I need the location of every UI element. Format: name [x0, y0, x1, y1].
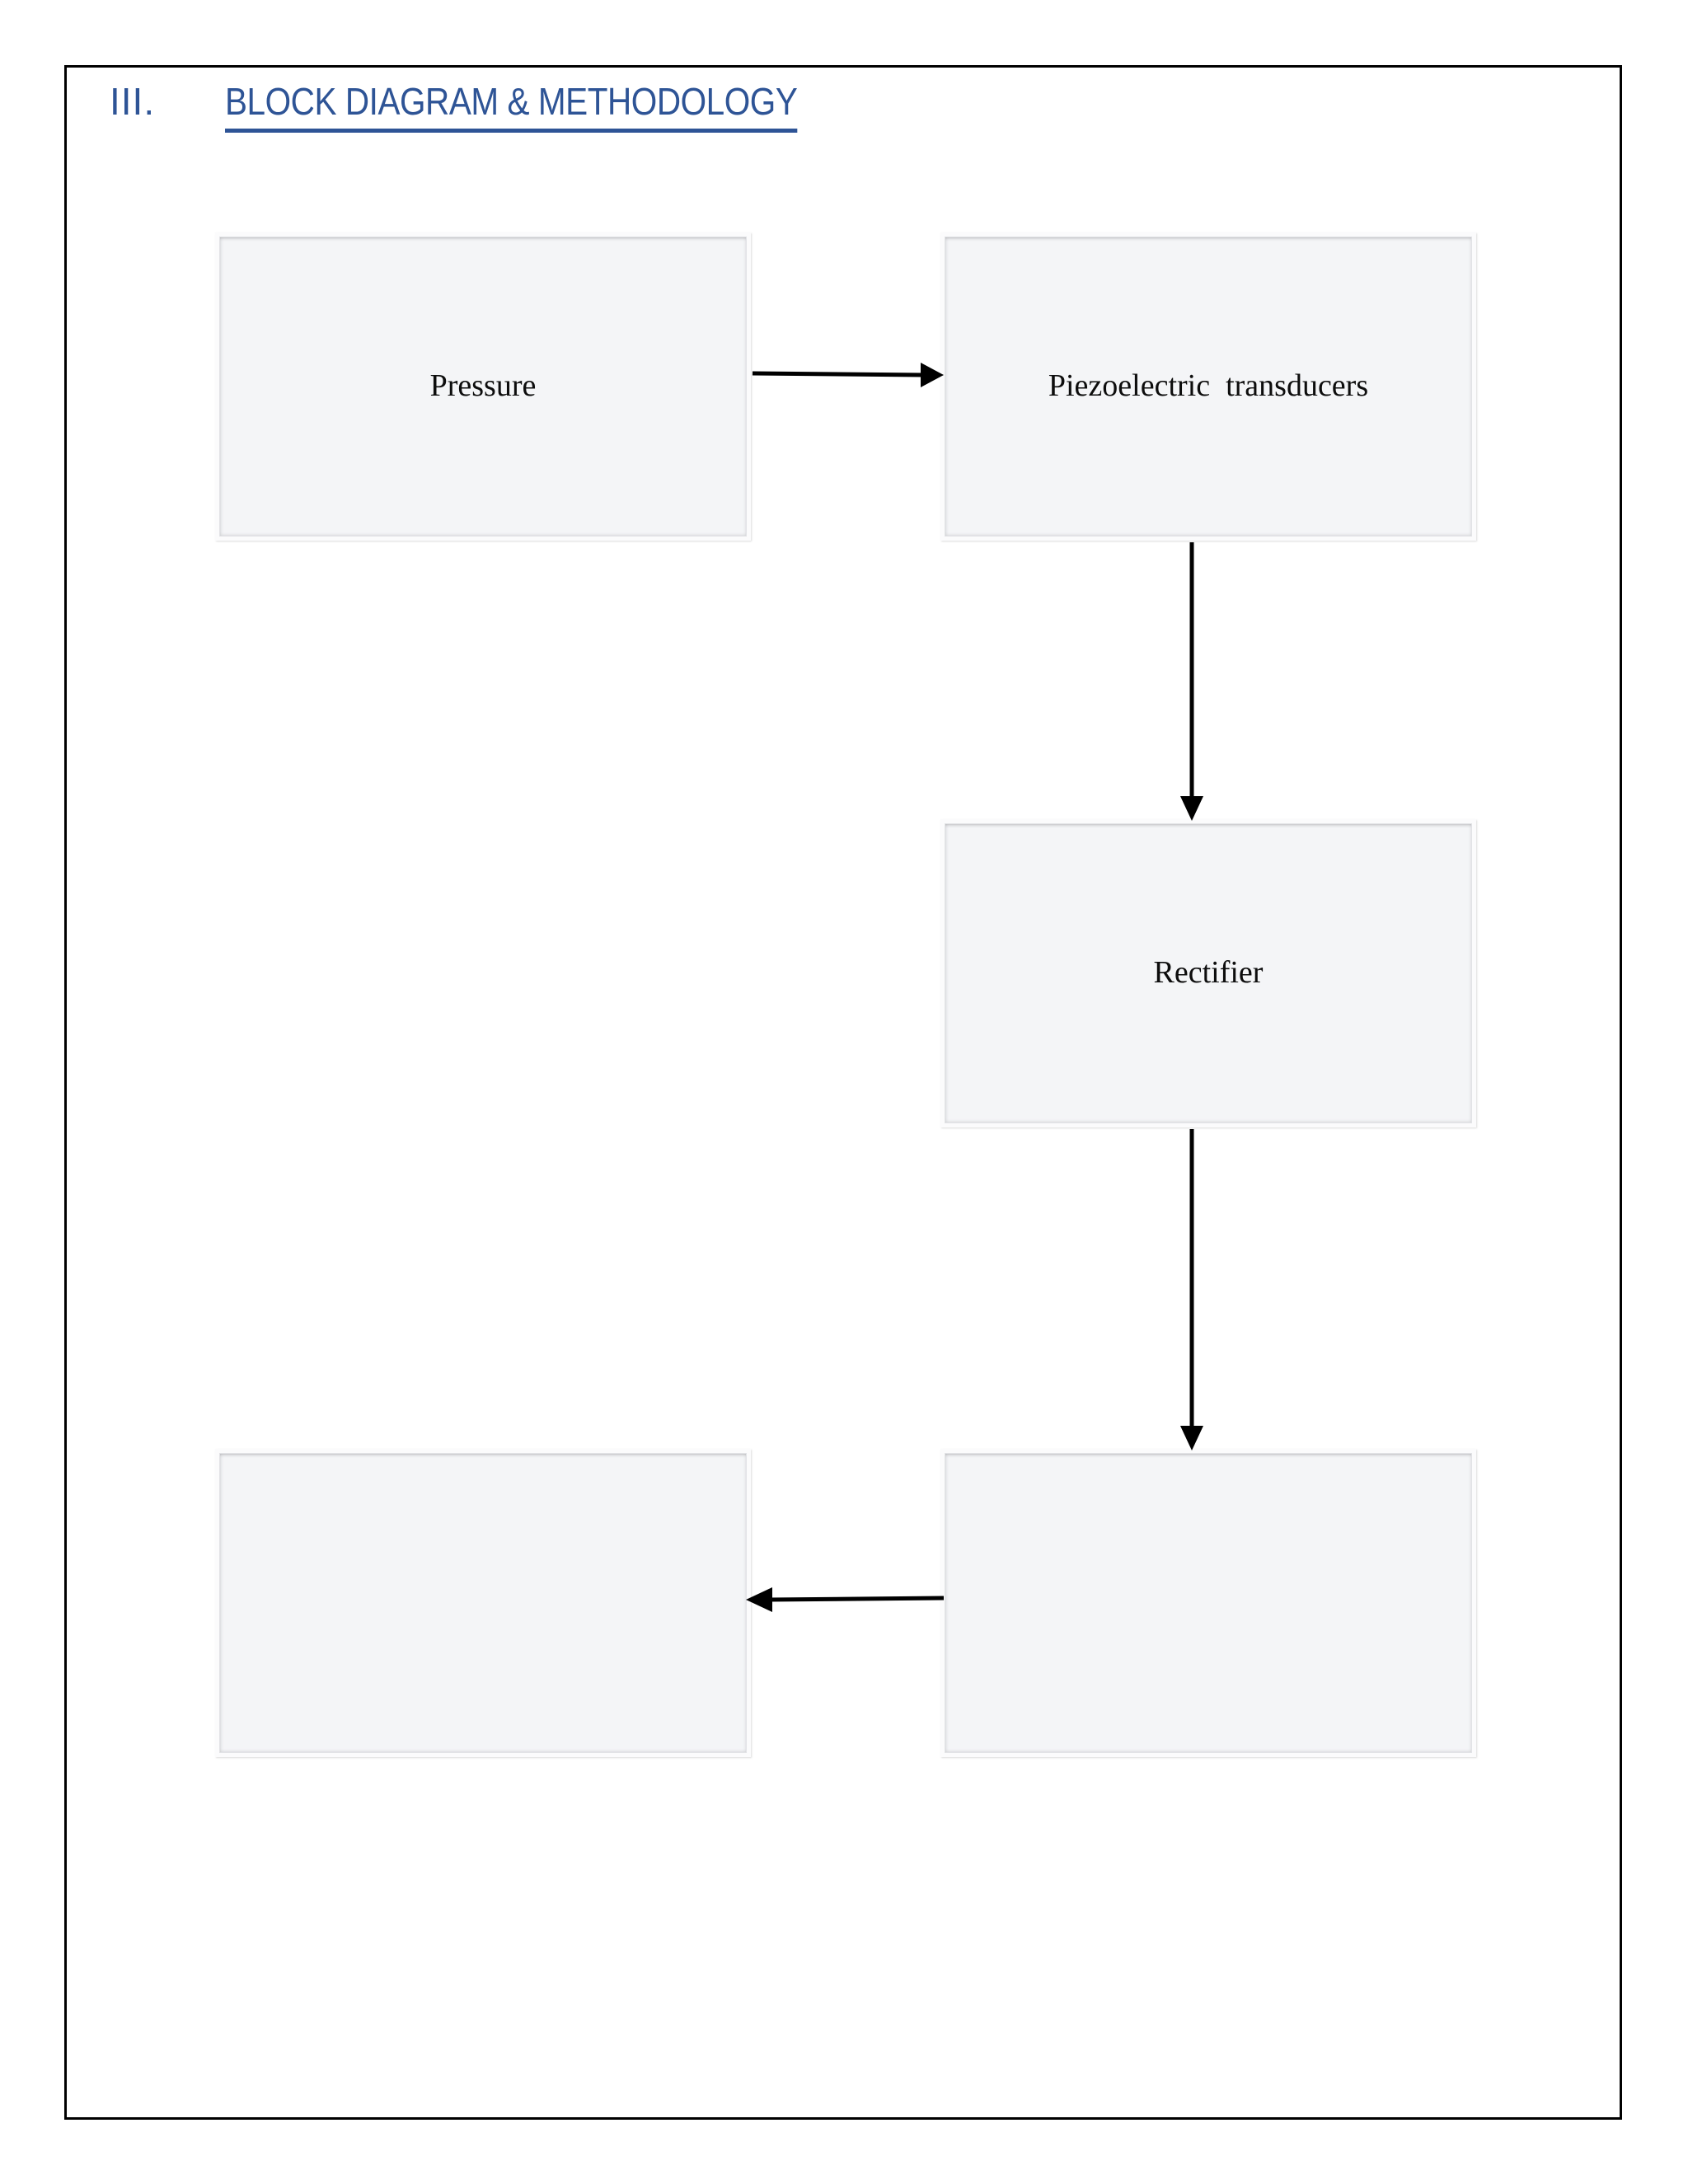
block-piezoelectric-transducers-label: Piezoelectric transducers: [1048, 368, 1369, 404]
page-border-frame: III. BLOCK DIAGRAM & METHODOLOGY Pressur…: [64, 65, 1622, 2120]
block-piezoelectric-transducers[interactable]: Piezoelectric transducers: [940, 232, 1476, 541]
section-number: III.: [110, 80, 156, 123]
arrow-bottom-right-to-bottom-left: [741, 1582, 945, 1615]
block-rectifier[interactable]: Rectifier: [940, 819, 1476, 1127]
section-heading: III. BLOCK DIAGRAM & METHODOLOGY: [110, 79, 875, 133]
block-pressure[interactable]: Pressure: [215, 232, 751, 541]
page-title: BLOCK DIAGRAM & METHODOLOGY: [225, 79, 798, 133]
block-bottom-right[interactable]: [940, 1449, 1476, 1757]
arrow-transducers-to-rectifier: [1175, 541, 1208, 823]
block-rectifier-label: Rectifier: [1153, 955, 1264, 991]
arrow-pressure-to-transducers: [751, 358, 945, 391]
arrow-rectifier-to-bottom-right: [1175, 1127, 1208, 1452]
block-bottom-left[interactable]: [215, 1449, 751, 1757]
block-pressure-label: Pressure: [429, 368, 537, 404]
